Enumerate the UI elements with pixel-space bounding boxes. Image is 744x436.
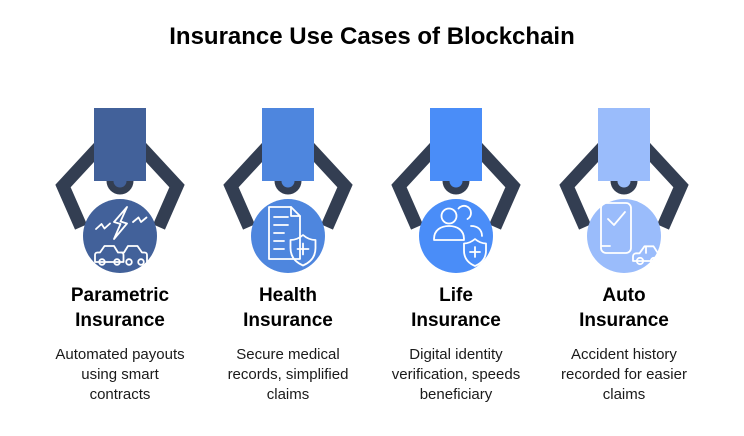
icon-circle bbox=[587, 199, 661, 273]
card-parametric-insurance: Parametric Insurance Automated payouts u… bbox=[36, 100, 204, 405]
claw-arm-left bbox=[55, 141, 105, 230]
card-health-insurance: Health Insurance Secure medical records,… bbox=[204, 100, 372, 405]
claw-hinge bbox=[274, 181, 302, 195]
claw-arm-right bbox=[135, 141, 185, 230]
claw-arm-left bbox=[391, 141, 441, 230]
card-description: Secure medical records, simplified claim… bbox=[227, 346, 349, 403]
claw-hinge-notch bbox=[617, 181, 631, 188]
medical-record-shield-icon bbox=[268, 206, 317, 267]
claw-body bbox=[430, 108, 482, 181]
claw-machine-graphic bbox=[55, 108, 185, 273]
card-description: Digital identity verification, speeds be… bbox=[391, 346, 521, 403]
icon-circle bbox=[251, 199, 325, 273]
claw-arm-right bbox=[471, 141, 521, 230]
claw-hinge-notch bbox=[113, 181, 127, 188]
claw-hinge-notch bbox=[281, 181, 295, 188]
card-title: Life Insurance bbox=[411, 285, 501, 331]
claw-hinge bbox=[442, 181, 470, 195]
claw-arm-right bbox=[303, 141, 353, 230]
claw-machine-graphic bbox=[559, 108, 689, 273]
claw-machine-graphic bbox=[391, 108, 521, 273]
car-collision-icon bbox=[94, 206, 148, 266]
cards-row: Parametric Insurance Automated payouts u… bbox=[36, 100, 708, 405]
claw-body bbox=[262, 108, 314, 181]
claw-body bbox=[598, 108, 650, 181]
claw-hinge bbox=[610, 181, 638, 195]
card-title: Parametric Insurance bbox=[70, 285, 170, 331]
claw-arm-right bbox=[639, 141, 689, 230]
phone-car-icon bbox=[600, 202, 664, 266]
claw-body bbox=[94, 108, 146, 181]
claw-hinge bbox=[106, 181, 134, 195]
card-title: Health Insurance bbox=[243, 285, 333, 331]
card-title: Auto Insurance bbox=[579, 285, 669, 331]
card-description: Automated payouts using smart contracts bbox=[55, 346, 185, 403]
card-auto-insurance: Auto Insurance Accident history recorded… bbox=[540, 100, 708, 405]
page-title: Insurance Use Cases of Blockchain bbox=[169, 23, 575, 50]
claw-arm-left bbox=[223, 141, 273, 230]
card-description: Accident history recorded for easier cla… bbox=[561, 346, 687, 403]
beneficiaries-shield-icon bbox=[433, 204, 487, 267]
claw-arm-left bbox=[559, 141, 609, 230]
claw-machine-graphic bbox=[223, 108, 353, 273]
claw-hinge-notch bbox=[449, 181, 463, 188]
card-life-insurance: Life Insurance Digital identity verifica… bbox=[372, 100, 540, 405]
